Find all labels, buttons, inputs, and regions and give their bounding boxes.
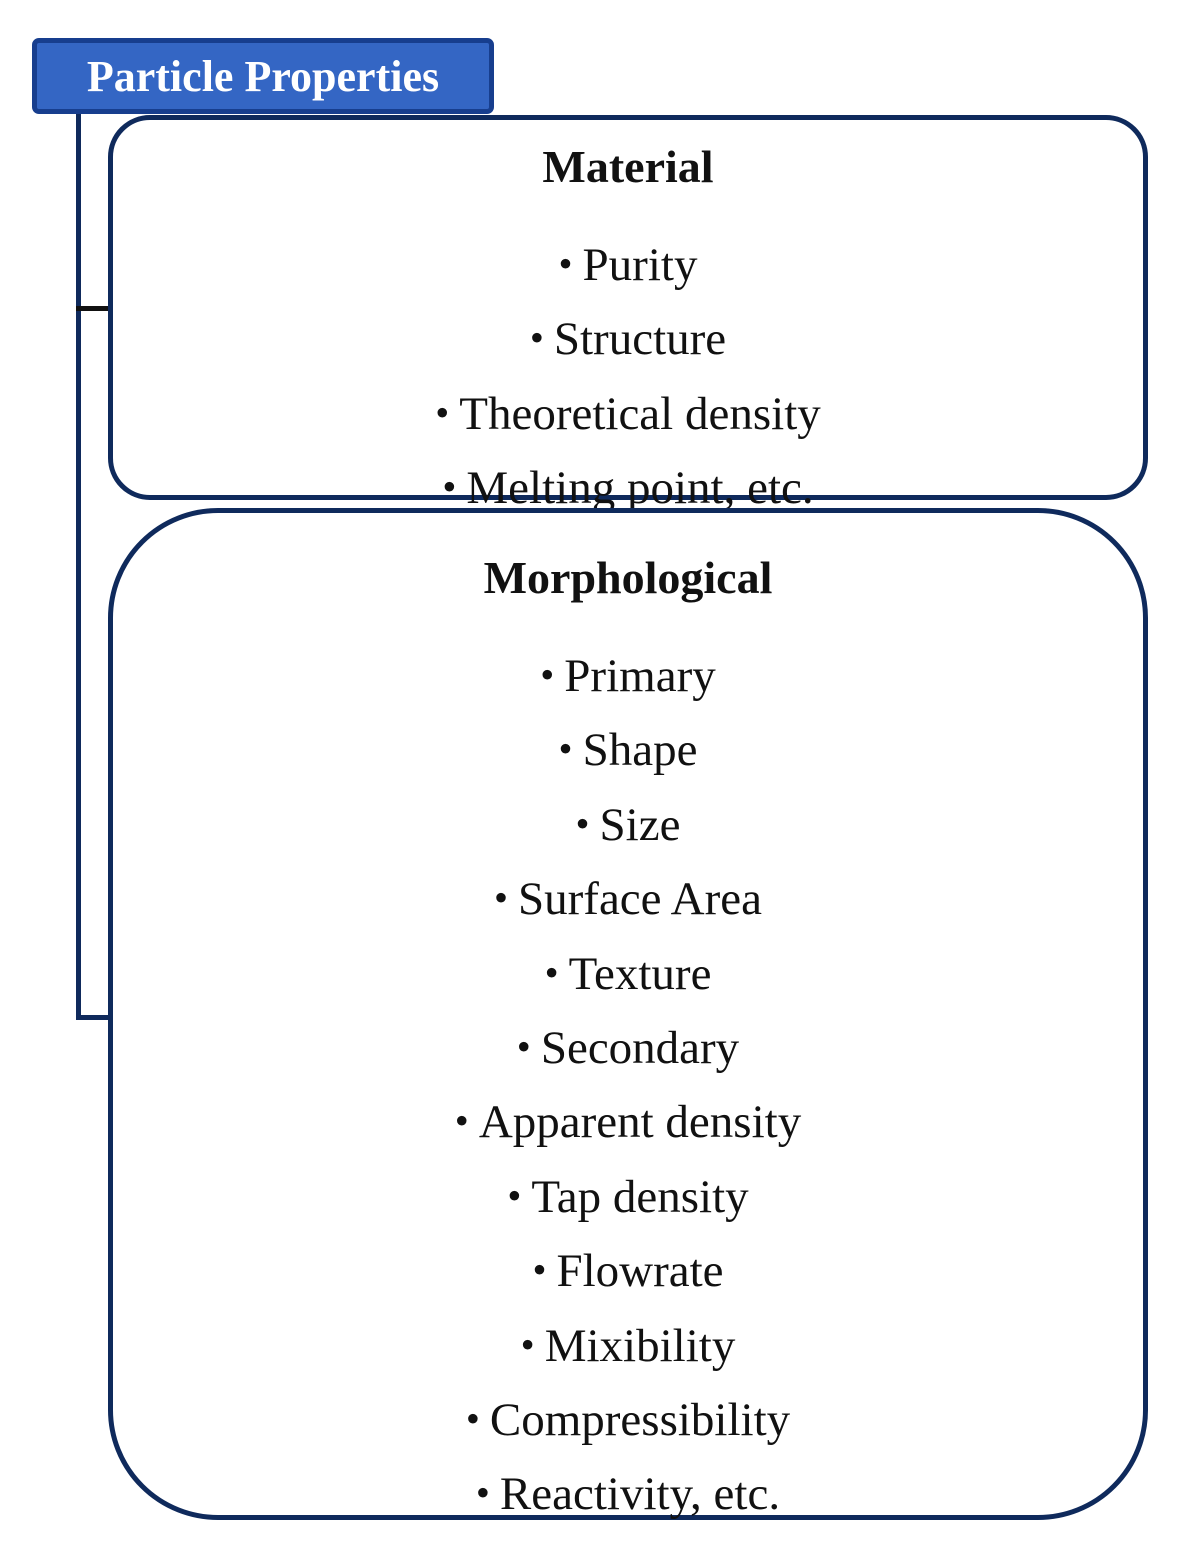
list-item-label: Compressibility — [489, 1393, 791, 1446]
list-item-label: Mixibility — [544, 1319, 736, 1372]
bullet-icon: • — [558, 241, 573, 286]
list-item-label: Surface Area — [518, 873, 762, 926]
bullet-icon: • — [475, 1470, 490, 1516]
bullet-icon: • — [516, 1023, 531, 1069]
list-item-label: Reactivity, etc. — [499, 1468, 781, 1521]
tree-connector-morphological — [76, 1015, 112, 1020]
list-item: •Primary — [113, 639, 1143, 713]
bullet-icon: • — [544, 949, 559, 995]
bullet-icon: • — [454, 1098, 469, 1144]
bullet-icon: • — [520, 1321, 535, 1367]
list-item-label: Shape — [582, 724, 698, 777]
group-box-morphological: Morphological •Primary •Shape •Size •Sur… — [108, 508, 1148, 1520]
bullet-list-material: •Purity •Structure •Theoretical density … — [113, 228, 1143, 526]
bullet-icon: • — [540, 652, 555, 697]
bullet-list-morphological: •Primary •Shape •Size •Surface Area •Tex… — [113, 639, 1143, 1532]
tree-connector-vertical — [76, 110, 81, 1020]
bullet-icon: • — [558, 726, 573, 772]
group-title-morphological: Morphological — [483, 552, 773, 603]
list-item-label: Primary — [564, 650, 716, 702]
list-item: •Surface Area — [113, 862, 1143, 936]
list-item: •Flowrate — [113, 1234, 1143, 1308]
bullet-icon: • — [435, 389, 450, 435]
bullet-icon: • — [493, 875, 508, 921]
root-node-particle-properties: Particle Properties — [32, 38, 494, 114]
list-item-label: Flowrate — [556, 1245, 724, 1298]
list-item: •Tap density — [113, 1160, 1143, 1234]
list-item: •Shape — [113, 713, 1143, 787]
bullet-icon: • — [465, 1395, 480, 1441]
list-item: •Structure — [113, 302, 1143, 376]
list-item-label: Purity — [582, 239, 698, 291]
bullet-icon: • — [507, 1172, 522, 1218]
root-node-label: Particle Properties — [86, 51, 440, 101]
bullet-icon: • — [442, 464, 457, 510]
list-item-label: Structure — [553, 313, 727, 366]
list-item-label: Tap density — [531, 1170, 749, 1223]
bullet-icon: • — [529, 315, 544, 361]
list-item: •Reactivity, etc. — [113, 1457, 1143, 1531]
group-box-material: Material •Purity •Structure •Theoretical… — [108, 115, 1148, 514]
list-item: •Compressibility — [113, 1383, 1143, 1457]
list-item: •Apparent density — [113, 1085, 1143, 1159]
list-item: •Melting point, etc. — [113, 451, 1143, 525]
list-item-label: Theoretical density — [459, 387, 821, 440]
list-item: •Secondary — [113, 1011, 1143, 1085]
bullet-icon: • — [575, 800, 590, 846]
list-item-label: Secondary — [540, 1021, 740, 1074]
list-item: •Texture — [113, 937, 1143, 1011]
list-item-label: Melting point, etc. — [466, 462, 814, 515]
list-item-label: Size — [599, 798, 681, 851]
list-item: •Mixibility — [113, 1309, 1143, 1383]
list-item: •Purity — [113, 228, 1143, 302]
list-item-label: Texture — [568, 947, 712, 1000]
list-item: •Theoretical density — [113, 377, 1143, 451]
bullet-icon: • — [532, 1247, 547, 1293]
tree-connector-material — [76, 306, 112, 311]
group-title-material: Material — [542, 141, 714, 192]
list-item: •Size — [113, 788, 1143, 862]
list-item-label: Apparent density — [478, 1096, 802, 1149]
